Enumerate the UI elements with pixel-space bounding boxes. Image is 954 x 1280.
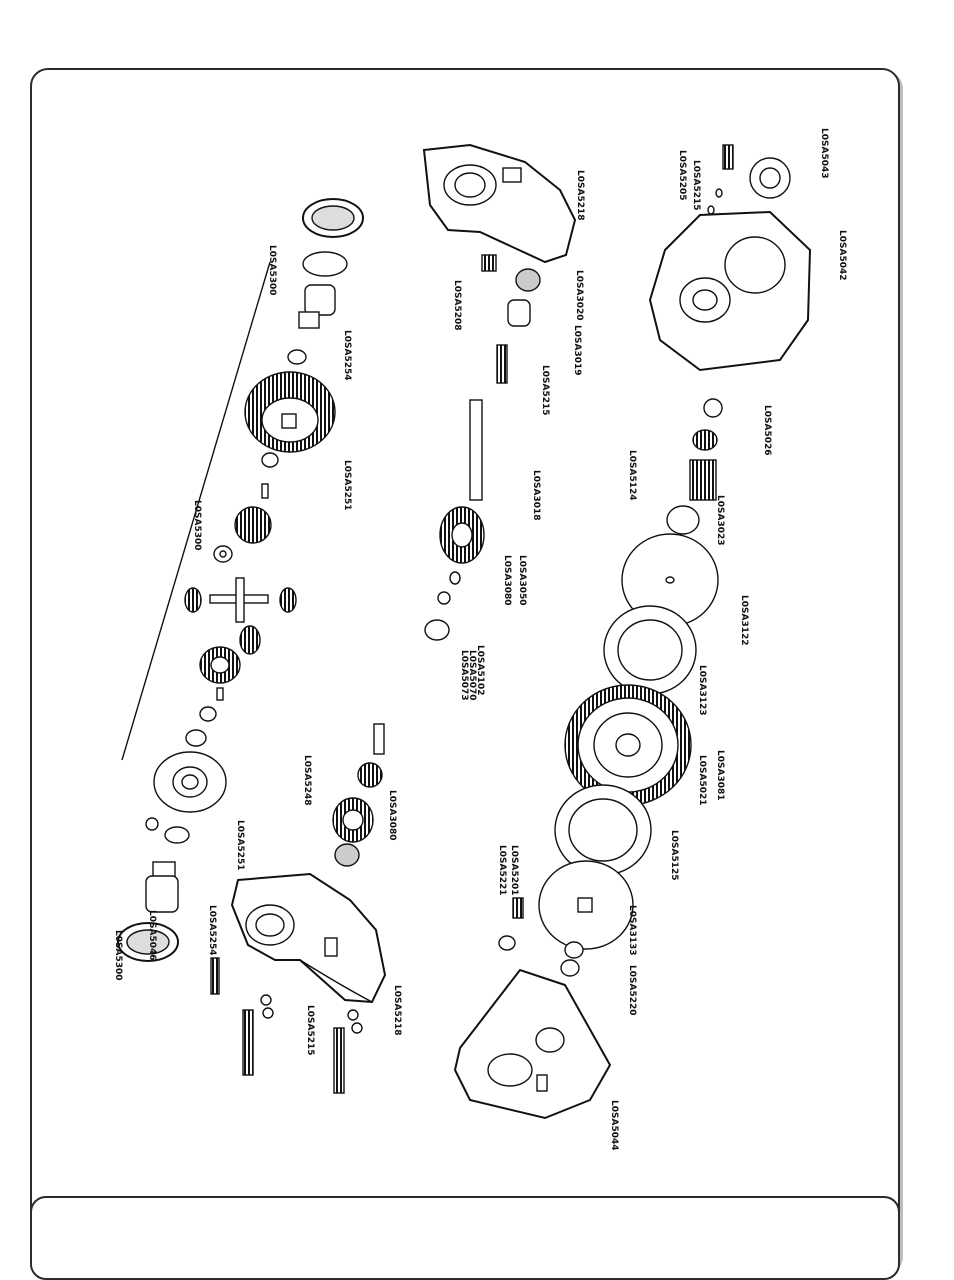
part-number-label: L0SA3020	[574, 270, 584, 321]
part-number-label: L0SA5125	[669, 830, 679, 881]
washer	[498, 935, 516, 951]
drive-cup-top	[298, 284, 336, 329]
seal-ring-top	[302, 198, 364, 238]
part-number-label: L0SA5215	[540, 365, 550, 416]
part-number-label: L0SA5254	[342, 330, 352, 381]
part-number-label: L0SA5026	[762, 405, 772, 456]
washer	[164, 826, 190, 844]
part-number-label: L0SA3019	[572, 325, 582, 376]
gear	[357, 762, 383, 788]
part-number-label: L0SA3123	[697, 665, 707, 716]
bevel-gear	[234, 506, 272, 544]
part-number-label: L0SA3023	[715, 495, 725, 546]
part-number-label: L0SA5021	[697, 755, 707, 806]
washer	[287, 349, 307, 365]
slipper-plate-2	[538, 860, 634, 950]
part-number-label: L0SA5124	[627, 450, 637, 501]
part-number-label: L0SA5220	[627, 965, 637, 1016]
spring	[496, 344, 508, 384]
part-number-label: L0SA5073	[459, 650, 469, 701]
spur-gear	[564, 684, 692, 806]
washer	[560, 959, 580, 977]
screws-left	[210, 957, 363, 1094]
bearing	[424, 619, 450, 641]
housing-left	[230, 872, 387, 1004]
part-number-label: L0SA3080	[502, 555, 512, 606]
diff-case	[153, 751, 227, 813]
part-number-label: L0SA3080	[387, 790, 397, 841]
screw-right	[707, 144, 734, 215]
ring-gear	[244, 371, 336, 453]
part-number-label: L0SA3050	[517, 555, 527, 606]
bushing	[507, 299, 531, 327]
part-number-label: L0SA5215	[691, 160, 701, 211]
pinion-gear	[332, 797, 374, 843]
drive-cup-bottom	[145, 861, 179, 913]
gear-cover	[648, 210, 812, 372]
idler-gear	[439, 506, 485, 564]
part-number-label: L0SA5205	[677, 150, 687, 201]
part-number-label: L0SA5221	[497, 845, 507, 896]
bearing	[515, 268, 541, 292]
washer	[564, 941, 584, 959]
slipper-pad	[603, 605, 697, 695]
leader	[121, 261, 271, 761]
pin	[512, 897, 524, 919]
part-number-label: L0SA5042	[837, 230, 847, 281]
pin	[261, 483, 269, 499]
clip	[449, 571, 461, 585]
washer	[437, 591, 451, 605]
o-ring	[302, 251, 348, 277]
part-number-label: L0SA5046	[147, 910, 157, 961]
slipper-spring	[666, 429, 718, 535]
exploded-view-diagram: L0SA5300L0SA5300L0SA5300L0SA5254L0SA5254…	[113, 128, 847, 1151]
bevel-gear	[239, 625, 261, 655]
seal-ring-bottom	[117, 922, 179, 962]
part-number-label: L0SA5043	[819, 128, 829, 179]
gear-small	[199, 646, 241, 684]
part-number-label: L0SA5215	[305, 1005, 315, 1056]
part-number-label: L0SA5251	[342, 460, 352, 511]
part-number-label: L0SA5208	[452, 280, 462, 331]
part-number-label: L0SA3133	[627, 905, 637, 956]
spring	[481, 254, 497, 272]
cross-shaft	[184, 577, 297, 623]
part-number-label: L0SA5248	[302, 755, 312, 806]
part-number-label: L0SA5300	[267, 245, 277, 296]
nut	[145, 817, 159, 831]
nut-cap	[749, 157, 791, 199]
part-number-label: L0SA5070	[467, 650, 477, 701]
part-number-label: L0SA3018	[531, 470, 541, 521]
part-number-label: L0SA5218	[392, 985, 402, 1036]
part-number-label: L0SA3122	[739, 595, 749, 646]
part-number-label: L0SA5254	[207, 905, 217, 956]
motor-plate	[453, 968, 612, 1120]
slipper-pad-2	[554, 784, 652, 876]
pin	[216, 687, 224, 701]
pin	[373, 723, 385, 755]
part-number-label: L0SA5044	[609, 1100, 619, 1151]
housing-right	[422, 143, 577, 264]
part-number-label: L0SA3081	[715, 750, 725, 801]
washer	[199, 706, 217, 722]
bearing	[334, 843, 360, 867]
shaft	[469, 399, 483, 501]
washer	[261, 452, 279, 468]
part-number-label: L0SA5102	[475, 645, 485, 696]
part-number-label: L0SA5218	[575, 170, 585, 221]
part-number-label: L0SA5300	[192, 500, 202, 551]
washer	[185, 729, 207, 747]
part-number-label: L0SA5251	[235, 820, 245, 871]
nut	[703, 398, 723, 418]
part-number-label: L0SA5300	[113, 930, 123, 981]
part-number-label: L0SA5201	[509, 845, 519, 896]
